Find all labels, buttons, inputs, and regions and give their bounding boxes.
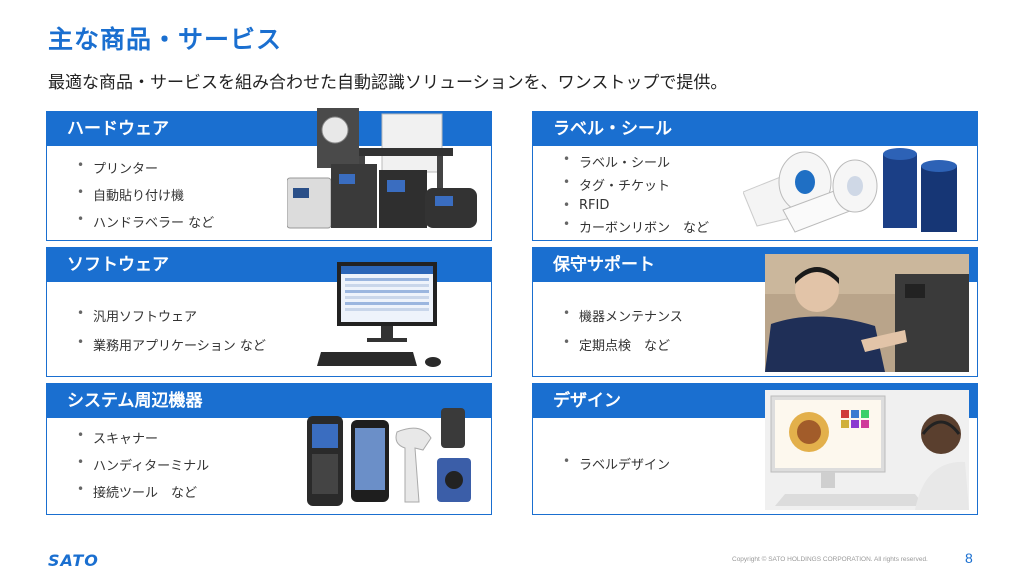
card-label-body: ラベル・シール タグ・チケット RFID カーボンリボン など	[533, 146, 977, 240]
list-item: タグ・チケット	[563, 175, 709, 194]
card-support: 保守サポート 機器メンテナンス 定期点検 など	[532, 247, 978, 377]
card-design: デザイン ラベルデザイン	[532, 383, 978, 515]
list-item: ラベル・シール	[563, 152, 709, 171]
list-item: カーボンリボン など	[563, 217, 709, 236]
card-design-body: ラベルデザイン	[533, 390, 977, 514]
designer-photo	[765, 390, 969, 510]
list-item: 機器メンテナンス	[563, 306, 683, 325]
card-design-list: ラベルデザイン	[563, 454, 670, 473]
card-software: ソフトウェア 汎用ソフトウェア 業務用アプリケーション など	[46, 247, 492, 377]
card-system-body: スキャナー ハンディターミナル 接続ツール など	[47, 408, 491, 514]
page-title: 主な商品・サービス	[48, 25, 283, 54]
card-label: ラベル・シール ラベル・シール タグ・チケット RFID カーボンリボン など	[532, 111, 978, 241]
list-item: RFID	[563, 198, 709, 213]
list-item: 自動貼り付け機	[77, 185, 214, 204]
page-number: 8	[965, 550, 973, 566]
card-label-title: ラベル・シール	[533, 112, 977, 146]
list-item: 接続ツール など	[77, 482, 209, 501]
list-item: ラベルデザイン	[563, 454, 670, 473]
card-system-title: システム周辺機器	[47, 384, 491, 418]
list-item: プリンター	[77, 158, 214, 177]
card-hardware-body: プリンター 自動貼り付け機 ハンドラベラー など	[47, 108, 491, 240]
computer-image	[317, 262, 441, 367]
printers-image	[287, 108, 477, 229]
card-software-list: 汎用ソフトウェア 業務用アプリケーション など	[77, 306, 266, 354]
card-label-list: ラベル・シール タグ・チケット RFID カーボンリボン など	[563, 152, 709, 236]
list-item: 汎用ソフトウェア	[77, 306, 266, 325]
technician-photo	[765, 254, 969, 372]
sato-logo: SATO	[48, 551, 99, 570]
page-subtitle: 最適な商品・サービスを組み合わせた自動認識ソリューションを、ワンストップで提供。	[48, 73, 728, 93]
list-item: 業務用アプリケーション など	[77, 335, 266, 354]
card-support-list: 機器メンテナンス 定期点検 など	[563, 306, 683, 354]
card-hardware-list: プリンター 自動貼り付け機 ハンドラベラー など	[77, 158, 214, 231]
card-software-body: 汎用ソフトウェア 業務用アプリケーション など	[47, 262, 491, 376]
list-item: ハンディターミナル	[77, 455, 209, 474]
list-item: 定期点検 など	[563, 335, 683, 354]
copyright-text: Copyright © SATO HOLDINGS CORPORATION. A…	[732, 556, 928, 563]
card-hardware: ハードウェア プリンター 自動貼り付け機 ハンドラベラー など	[46, 108, 492, 241]
card-system: システム周辺機器 スキャナー ハンディターミナル 接続ツール など	[46, 383, 492, 515]
list-item: ハンドラベラー など	[77, 212, 214, 231]
list-item: スキャナー	[77, 428, 209, 447]
labels-ribbons-image	[743, 148, 957, 233]
scanners-image	[307, 408, 471, 506]
card-support-body: 機器メンテナンス 定期点検 など	[533, 254, 977, 376]
card-system-list: スキャナー ハンディターミナル 接続ツール など	[77, 428, 209, 501]
